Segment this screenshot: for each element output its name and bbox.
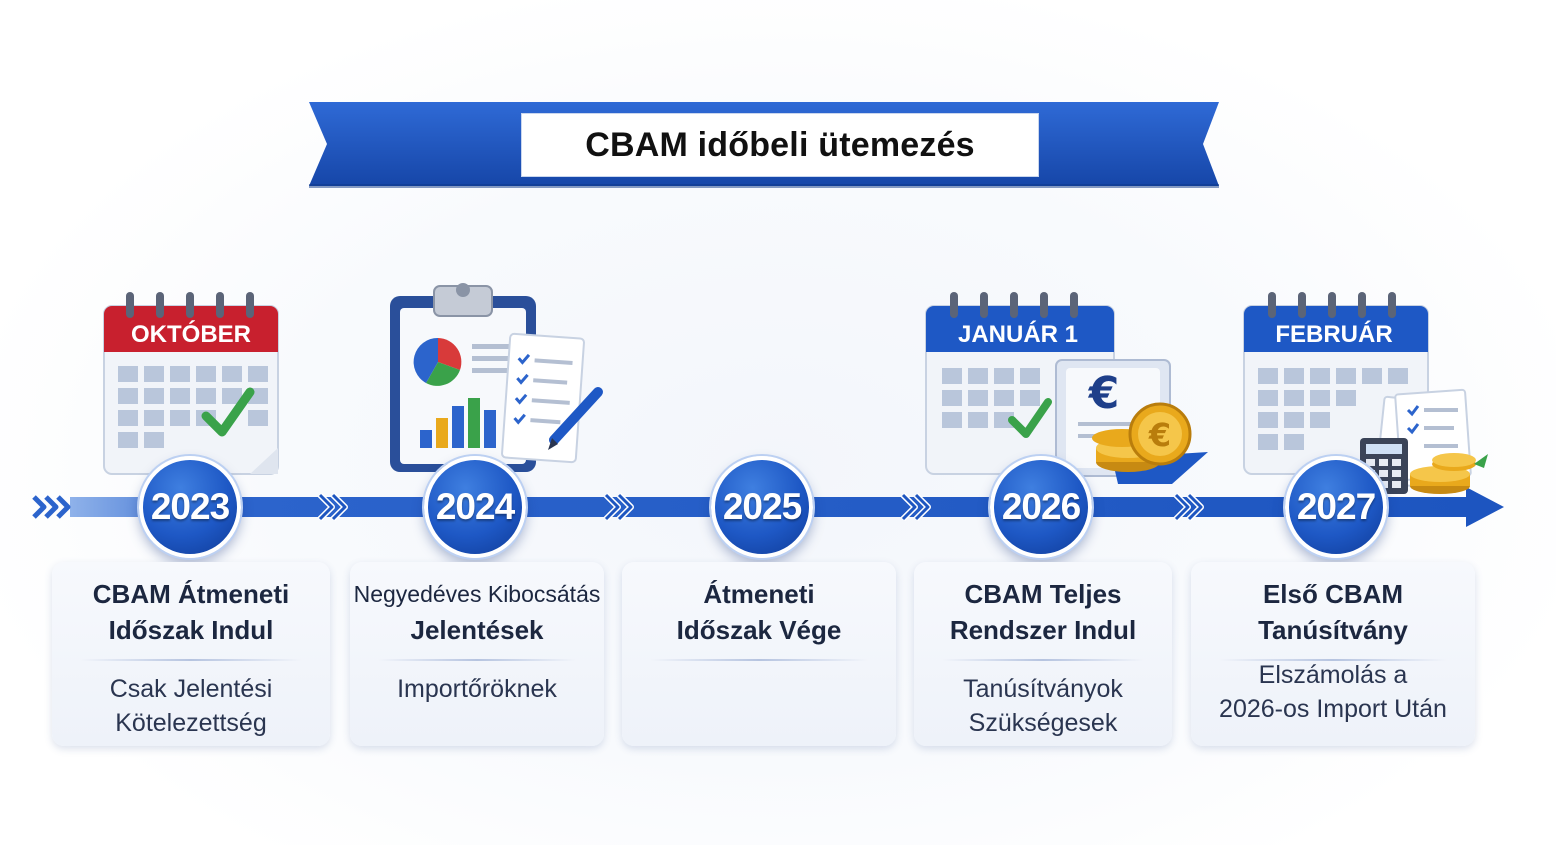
chevron-separator-icon	[318, 493, 1203, 521]
card-subtitle-line: Tanúsítványok	[963, 675, 1123, 703]
card-title-line: Időszak Indul	[108, 615, 274, 645]
card-title: Első CBAM Tanúsítvány	[1191, 576, 1475, 648]
card-title: CBAM Teljes Rendszer Indul	[914, 576, 1172, 648]
title-box: CBAM időbeli ütemezés	[521, 113, 1039, 177]
card-subtitle-line: Importőröknek	[397, 675, 557, 703]
calendar-month-label: JANUÁR 1	[958, 320, 1078, 348]
card-subtitle: Importőröknek	[350, 672, 604, 706]
calendar-euro-coins-icon: JANUÁR 1 € €	[925, 292, 1208, 484]
check-icon	[201, 387, 255, 437]
card-divider	[80, 659, 302, 661]
timeline-arrowhead	[1466, 487, 1504, 527]
card-title-line: Tanúsítvány	[1258, 615, 1408, 645]
calendar-calculator-coins-icon: FEBRUÁR	[1243, 292, 1488, 494]
check-icon	[1008, 398, 1052, 438]
card-title: Negyedéves Kibocsátás Jelentések	[350, 576, 604, 648]
milestone-card-2025: Átmeneti Időszak Vége	[622, 562, 896, 746]
year-badge-2027: 2027	[1285, 456, 1387, 558]
euro-icon: €	[1088, 368, 1120, 419]
card-title-line: Átmeneti	[703, 579, 815, 609]
coins-icon	[1410, 453, 1488, 494]
pen-icon	[548, 387, 603, 450]
calendar-check-icon: OKTÓBER	[103, 292, 279, 475]
card-subtitle: Tanúsítványok Szükségesek	[914, 672, 1172, 740]
card-subtitle-line: Elszámolás a	[1258, 661, 1408, 689]
page-title: CBAM időbeli ütemezés	[585, 125, 975, 164]
card-title: CBAM Átmeneti Időszak Indul	[52, 576, 330, 648]
card-title: Átmeneti Időszak Vége	[622, 576, 896, 648]
card-title-line: Negyedéves Kibocsátás	[353, 581, 601, 607]
milestone-card-2027: Első CBAM Tanúsítvány Elszámolás a 2026-…	[1191, 562, 1475, 746]
card-title-line: Első CBAM	[1262, 579, 1404, 609]
card-subtitle-line: Kötelezettség	[115, 709, 267, 737]
milestone-card-2026: CBAM Teljes Rendszer Indul Tanúsítványok…	[914, 562, 1172, 746]
milestone-card-2024: Negyedéves Kibocsátás Jelentések Importő…	[350, 562, 604, 746]
card-divider	[650, 659, 868, 661]
card-title-line: Rendszer Indul	[949, 615, 1137, 645]
year-badge-2023: 2023	[139, 456, 241, 558]
card-subtitle: Csak Jelentési Kötelezettség	[52, 672, 330, 740]
card-title-line: CBAM Teljes	[964, 579, 1122, 609]
card-title-line: CBAM Átmeneti	[92, 579, 290, 609]
card-subtitle-line: Szükségesek	[968, 709, 1118, 737]
bar-chart-icon	[420, 398, 496, 448]
card-divider	[1219, 659, 1447, 661]
card-title-line: Jelentések	[410, 615, 544, 645]
chevron-start-icon	[32, 495, 71, 519]
title-banner: CBAM időbeli ütemezés	[305, 100, 1223, 188]
svg-text:€: €	[1148, 416, 1171, 454]
card-subtitle-line: 2026-os Import Után	[1219, 695, 1447, 723]
coins-icon: €	[1092, 402, 1192, 472]
year-badge-2025: 2025	[711, 456, 813, 558]
year-badge-2024: 2024	[424, 456, 526, 558]
milestone-card-2023: CBAM Átmeneti Időszak Indul Csak Jelenté…	[52, 562, 330, 746]
card-divider	[378, 659, 576, 661]
clipboard-report-icon	[390, 283, 603, 472]
card-title-line: Időszak Vége	[676, 615, 842, 645]
calendar-month-label: FEBRUÁR	[1275, 320, 1392, 348]
calendar-month-label: OKTÓBER	[131, 320, 251, 348]
card-divider	[942, 659, 1144, 661]
card-subtitle-line: Csak Jelentési	[109, 675, 273, 703]
card-subtitle: Elszámolás a 2026-os Import Után	[1191, 658, 1475, 726]
pie-chart-icon	[413, 337, 462, 386]
year-badge-2026: 2026	[990, 456, 1092, 558]
